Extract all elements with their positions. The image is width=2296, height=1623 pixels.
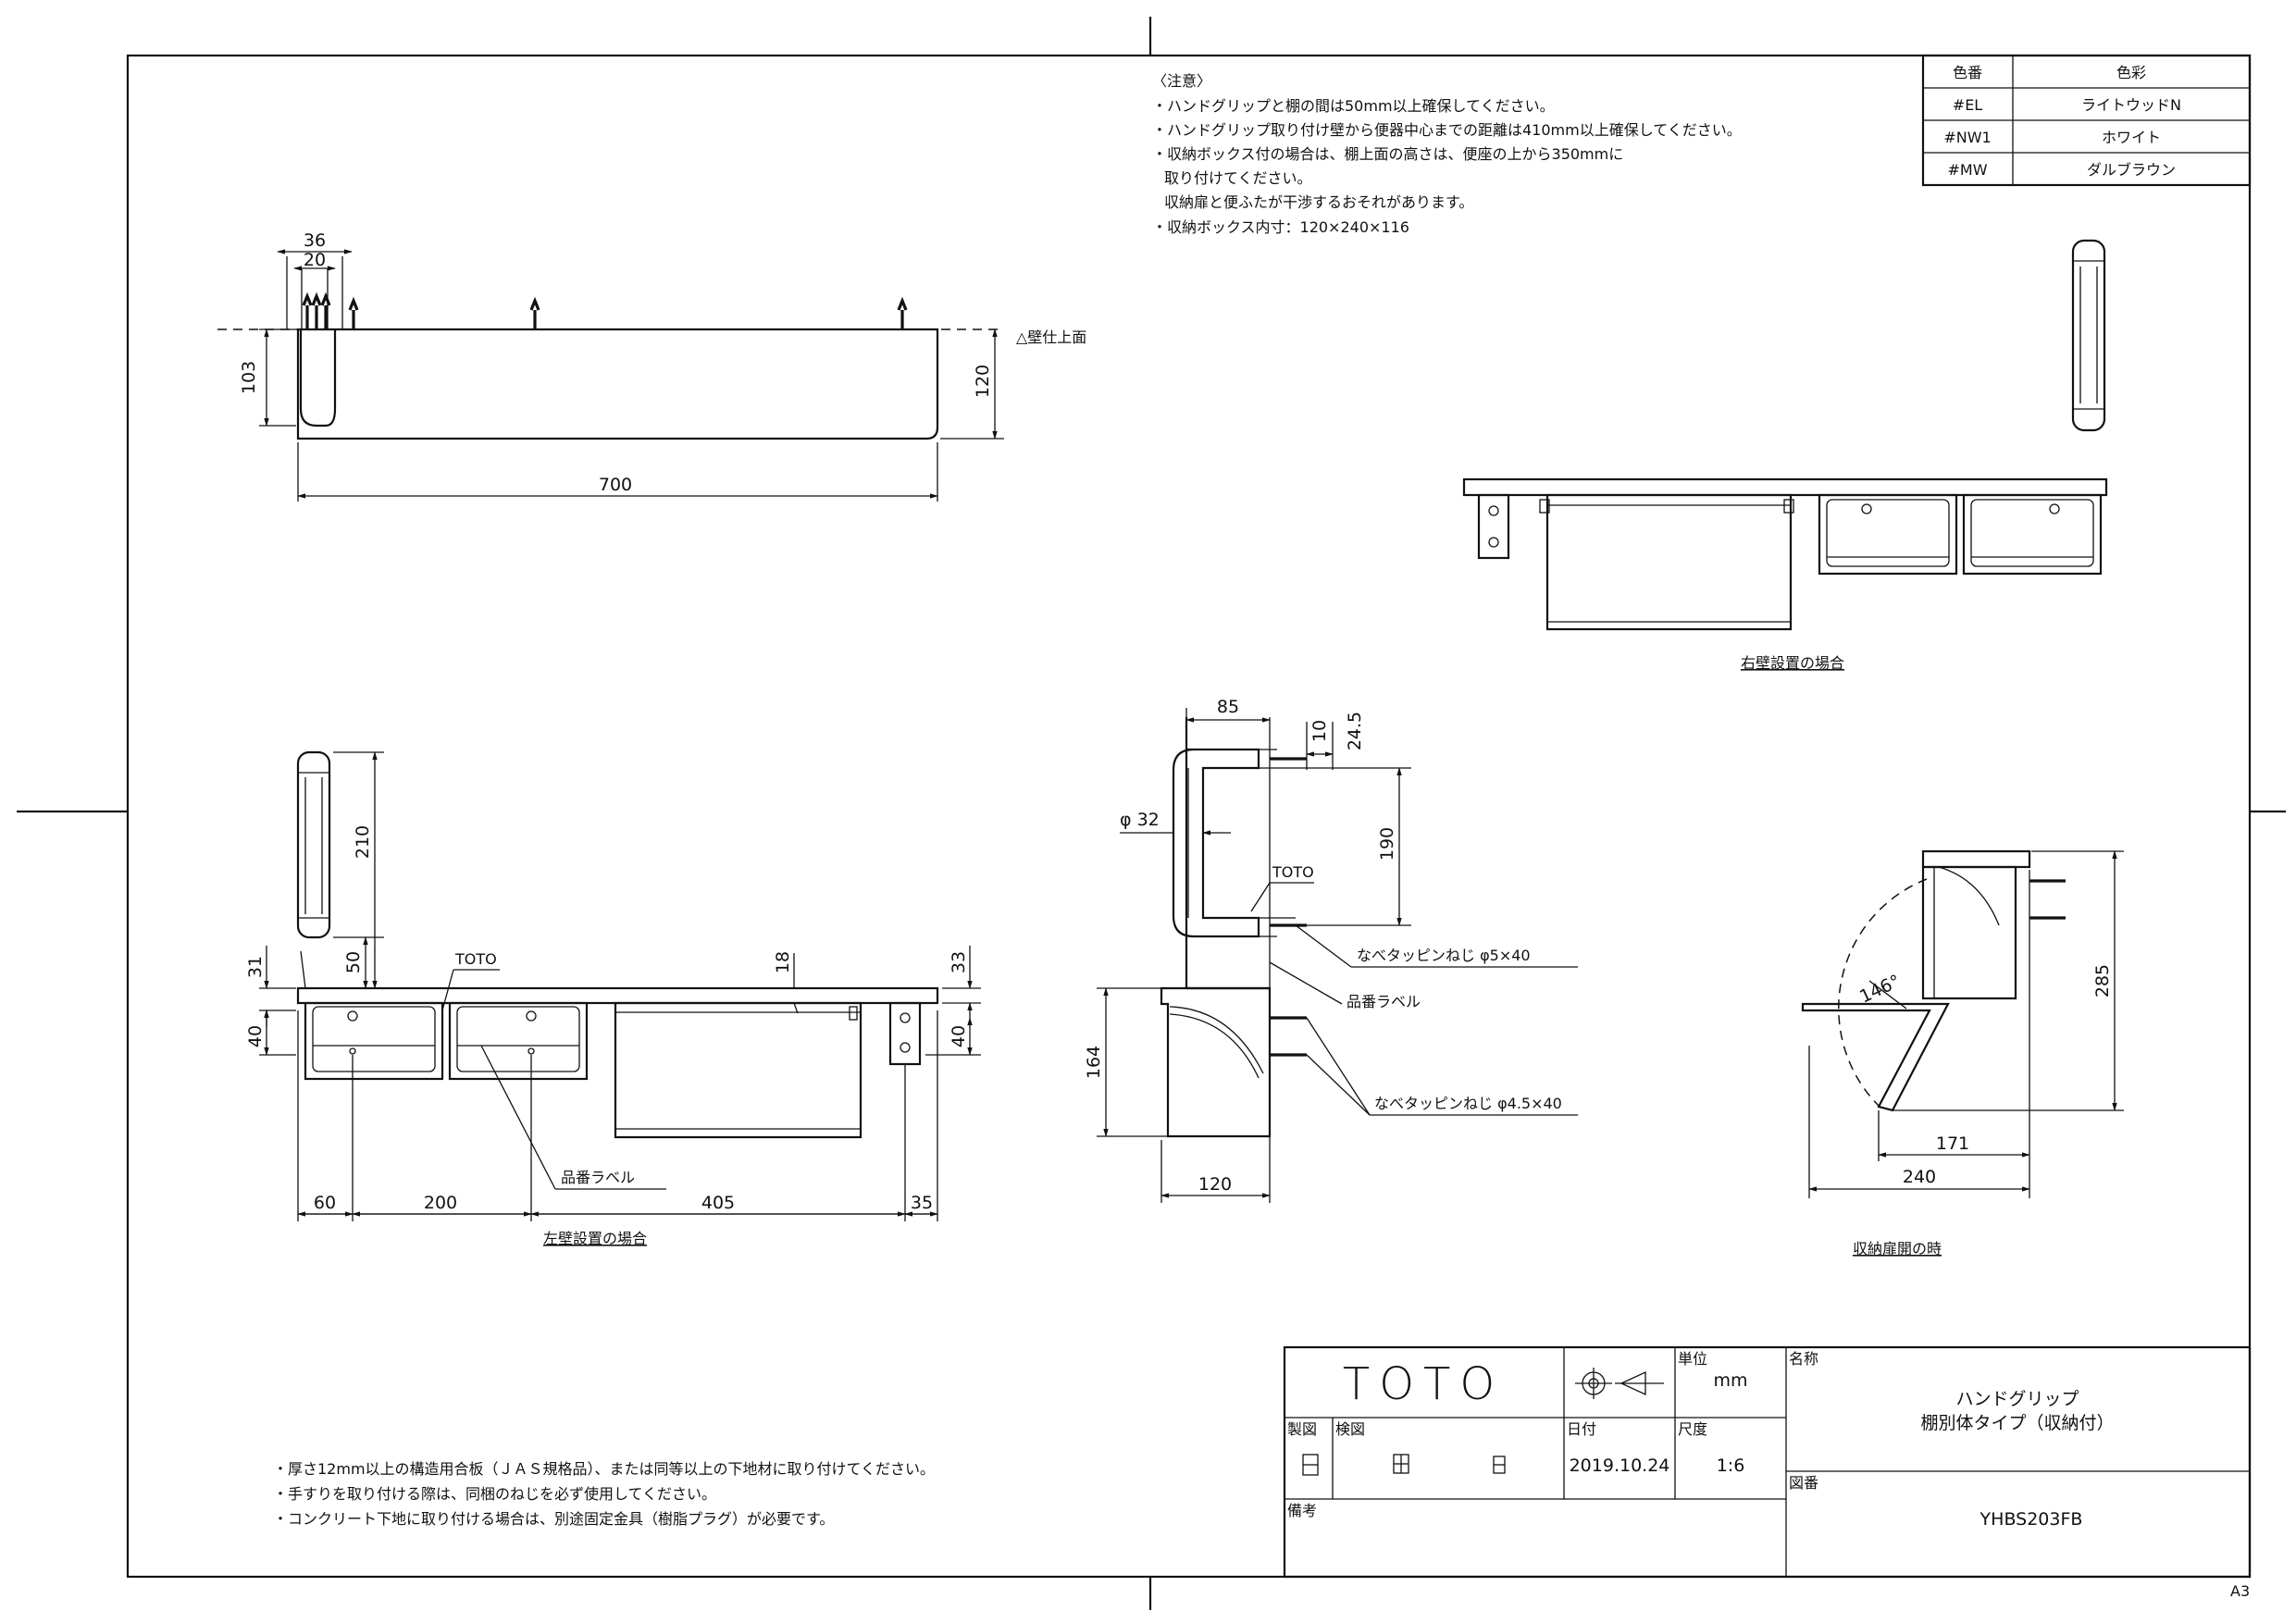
notes-title: 〈注意〉 xyxy=(1152,72,1211,90)
note-line-1: ・ハンドグリップと棚の間は50mm以上確保してください。 xyxy=(1152,97,1555,115)
title-block: TOTO 単位 mm 名称 ハンドグリップ 棚別体タイプ（収納付） 製図 検図 … xyxy=(1283,1345,2252,1579)
dim-120-side: 120 xyxy=(1198,1174,1232,1195)
date-label: 日付 xyxy=(1567,1420,1596,1438)
sheet-border xyxy=(17,17,2286,1610)
sheet-size: A3 xyxy=(2230,1582,2250,1600)
front-hand-grip xyxy=(296,750,331,939)
dim-240: 240 xyxy=(1903,1167,1936,1187)
notes-block: 〈注意〉 ・ハンドグリップと棚の間は50mm以上確保してください。 ・ハンドグリ… xyxy=(1152,72,1742,236)
bottom-note-3: ・コンクリート下地に取り付ける場合は、別途固定金具（樹脂プラグ）が必要です。 xyxy=(273,1510,834,1528)
dim-245: 24.5 xyxy=(1345,712,1365,750)
name-line-2: 棚別体タイプ（収納付） xyxy=(1920,1413,2114,1433)
open-door-view: 146° 285 171 240 収納扉開の時 xyxy=(1801,849,2124,1258)
note-line-3: ・収納ボックス付の場合は、棚上面の高さは、便座の上から350mmに xyxy=(1152,145,1623,163)
paper-holder-1 xyxy=(304,1001,444,1081)
side-view: 85 10 24.5 190 φ 32 TOTO なべタッピンねじ φ5×40 … xyxy=(1084,697,1578,1203)
dim-40-right: 40 xyxy=(949,1025,969,1047)
caption-open-door: 収納扉開の時 xyxy=(1853,1240,1942,1258)
projection-symbol-icon xyxy=(1575,1368,1664,1399)
caption-right-install: 右壁設置の場合 xyxy=(1741,654,1844,672)
caption-left-install: 左壁設置の場合 xyxy=(543,1230,647,1247)
bottom-note-2: ・手すりを取り付ける際は、同梱のねじを必ず使用してください。 xyxy=(273,1485,716,1503)
dim-33: 33 xyxy=(949,951,969,973)
dim-18: 18 xyxy=(773,951,793,973)
side-screw-2: なべタッピンねじ φ4.5×40 xyxy=(1374,1095,1562,1112)
wall-bracket-front xyxy=(888,1001,922,1066)
dim-285: 285 xyxy=(2092,964,2113,997)
dim-190: 190 xyxy=(1377,827,1397,861)
right-bracket xyxy=(1477,493,1510,560)
right-paper-holder-2 xyxy=(1962,493,2103,576)
right-hand-grip xyxy=(2071,239,2106,432)
right-paper-holder-1 xyxy=(1818,493,1958,576)
dim-164: 164 xyxy=(1084,1046,1104,1079)
top-view: 36 20 103 120 △壁仕上面 700 xyxy=(217,230,1086,502)
wall-finish-label: △壁仕上面 xyxy=(1016,328,1086,346)
drawn-label: 製図 xyxy=(1287,1420,1317,1438)
dim-103: 103 xyxy=(239,361,259,394)
bottom-notes: ・厚さ12mm以上の構造用合板（ＪＡＳ規格品）、または同等以上の下地材に取り付け… xyxy=(273,1460,935,1528)
dim-85: 85 xyxy=(1217,697,1239,717)
approval-stamps xyxy=(1302,1454,1506,1476)
unit-value: mm xyxy=(1713,1370,1747,1391)
color-name-2: ホワイト xyxy=(2102,129,2161,146)
dim-phi32: φ 32 xyxy=(1120,810,1160,830)
color-code-3: #MW xyxy=(1947,161,1987,179)
color-code-1: #EL xyxy=(1953,96,1983,114)
checked-label: 検図 xyxy=(1335,1420,1365,1438)
top-view-screws xyxy=(302,291,908,329)
note-line-6: ・収納ボックス内寸：120×240×116 xyxy=(1152,218,1409,236)
side-part-label: 品番ラベル xyxy=(1347,993,1421,1010)
side-toto-label: TOTO xyxy=(1272,863,1314,881)
color-header-code: 色番 xyxy=(1953,64,1982,81)
scale-label: 尺度 xyxy=(1678,1420,1707,1438)
name-label: 名称 xyxy=(1789,1350,1818,1368)
dim-35: 35 xyxy=(911,1193,933,1213)
dim-60: 60 xyxy=(314,1193,336,1213)
front-part-label: 品番ラベル xyxy=(561,1169,635,1186)
color-code-2: #NW1 xyxy=(1943,129,1991,146)
dim-210: 210 xyxy=(353,825,373,859)
front-toto-label: TOTO xyxy=(454,950,497,968)
dim-171: 171 xyxy=(1936,1134,1969,1154)
dim-120-top: 120 xyxy=(973,365,993,398)
bottom-note-1: ・厚さ12mm以上の構造用合板（ＪＡＳ規格品）、または同等以上の下地材に取り付け… xyxy=(273,1460,935,1478)
side-hand-grip xyxy=(1172,748,1307,938)
dim-40-left: 40 xyxy=(245,1025,266,1047)
drawing-number: YHBS203FB xyxy=(1980,1509,2083,1530)
side-screw-1: なべタッピンねじ φ5×40 xyxy=(1357,947,1531,964)
scale-value: 1:6 xyxy=(1717,1456,1745,1476)
paper-holder-2 xyxy=(448,1001,589,1081)
color-name-3: ダルブラウン xyxy=(2087,161,2176,179)
note-line-4: 取り付けてください。 xyxy=(1164,169,1312,187)
dim-20: 20 xyxy=(304,250,326,270)
dim-50: 50 xyxy=(343,951,364,973)
dim-31: 31 xyxy=(245,956,266,978)
brand-logo: TOTO xyxy=(1343,1358,1504,1410)
dim-700: 700 xyxy=(599,475,632,495)
note-line-2: ・ハンドグリップ取り付け壁から便器中心までの距離は410mm以上確保してください… xyxy=(1152,121,1742,139)
open-door-panel xyxy=(1801,1002,1950,1112)
remarks-label: 備考 xyxy=(1287,1502,1317,1519)
color-header-name: 色彩 xyxy=(2116,64,2146,81)
storage-box-front xyxy=(614,1001,863,1139)
dim-10: 10 xyxy=(1309,720,1330,742)
unit-label: 単位 xyxy=(1678,1350,1707,1368)
dim-405: 405 xyxy=(701,1193,735,1213)
color-name-1: ライトウッドN xyxy=(2081,96,2181,114)
note-line-5: 収納扉と便ふたが干渉するおそれがあります。 xyxy=(1164,193,1473,211)
drawing-no-label: 図番 xyxy=(1789,1474,1818,1492)
right-install-view: 右壁設置の場合 xyxy=(1462,239,2108,672)
dim-36: 36 xyxy=(304,230,326,251)
date-value: 2019.10.24 xyxy=(1570,1456,1670,1476)
right-storage-box xyxy=(1539,493,1794,631)
front-view: 210 50 31 40 xyxy=(245,750,981,1247)
color-table: 色番 色彩 #EL ライトウッドN #NW1 ホワイト #MW ダルブラウン xyxy=(1921,54,2252,187)
dim-200: 200 xyxy=(424,1193,457,1213)
name-line-1: ハンドグリップ xyxy=(1955,1389,2079,1409)
side-storage-box xyxy=(1160,986,1307,1138)
